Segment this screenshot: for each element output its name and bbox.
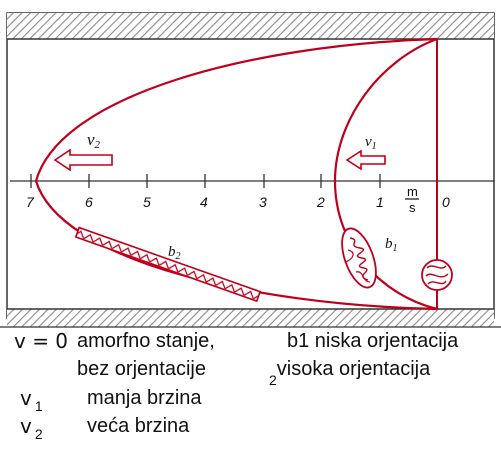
legend-row1-text: amorfno stanje, bbox=[77, 330, 215, 352]
top-wall-hatch bbox=[7, 13, 494, 39]
legend-row3-text: manja brzina bbox=[87, 387, 202, 409]
axis-unit-denominator: s bbox=[409, 200, 416, 215]
tick-label-2: 2 bbox=[316, 194, 325, 210]
legend-row1-symbol: v = 0 bbox=[14, 330, 68, 353]
legend-row2-right: 2visoka orjentacija bbox=[269, 358, 430, 381]
tick-label-3: 3 bbox=[259, 194, 267, 210]
legend-row1-right: b1 niska orjentacija bbox=[287, 330, 458, 352]
tick-label-4: 4 bbox=[200, 194, 208, 210]
bottom-wall-hatch bbox=[7, 309, 494, 327]
tick-label-1: 1 bbox=[376, 194, 384, 210]
tick-label-6: 6 bbox=[85, 194, 93, 210]
axis-unit-numerator: m bbox=[407, 184, 418, 199]
tick-label-5: 5 bbox=[143, 194, 151, 210]
tick-label-7: 7 bbox=[26, 194, 35, 210]
legend-row4-text: veća brzina bbox=[87, 415, 189, 437]
legend-row2-text: bez orjentacije bbox=[77, 358, 206, 380]
amorphous-coil bbox=[422, 260, 452, 290]
tick-label-0: 0 bbox=[442, 194, 450, 210]
legend-row2-right-sub: 2 bbox=[269, 372, 277, 388]
